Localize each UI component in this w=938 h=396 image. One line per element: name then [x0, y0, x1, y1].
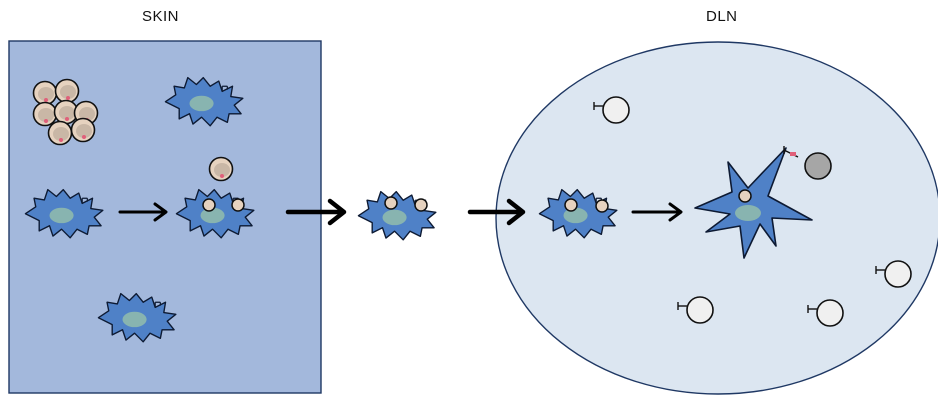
migrating-dendritic-cell: [357, 190, 437, 241]
dln-label: DLN: [706, 8, 738, 25]
loaded-dendritic-cell: [175, 188, 255, 239]
activated-t-cell: [783, 146, 832, 180]
skin-label: SKIN: [142, 8, 180, 25]
antigen-icon: [208, 156, 234, 182]
arrow-icon: [467, 198, 526, 226]
lymph-node-dendritic-cell: [538, 188, 618, 239]
arrow-icon: [118, 202, 168, 222]
arrow-icon: [285, 198, 347, 226]
mature-dendritic-cell: [694, 147, 813, 259]
arrow-icon: [631, 202, 683, 222]
